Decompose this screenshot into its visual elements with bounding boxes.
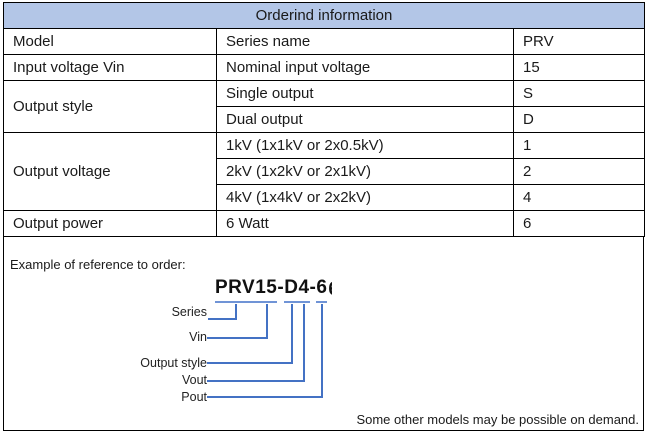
callout-line-vin-h xyxy=(207,337,268,339)
callout-label-pout: Pout xyxy=(181,390,207,404)
code-clipped-char: 6 xyxy=(328,279,332,303)
cell-output-power: Output power xyxy=(3,210,217,237)
cell-code-s: S xyxy=(512,80,646,107)
cell-dual-output: Dual output xyxy=(216,106,514,133)
cell-model: Model xyxy=(3,28,217,55)
cell-code-1: 1 xyxy=(512,132,646,159)
cell-code-d: D xyxy=(512,106,646,133)
cell-code-2: 2 xyxy=(512,158,646,185)
cell-input-voltage: Input voltage Vin xyxy=(3,54,217,81)
callout-line-vout-h xyxy=(207,380,305,382)
callout-label-series: Series xyxy=(171,305,207,319)
cell-6-watt: 6 Watt xyxy=(216,210,514,237)
cell-code-6: 6 xyxy=(512,210,646,237)
code-separator: - xyxy=(277,277,285,298)
example-section-frame xyxy=(3,237,644,431)
callout-line-series-h xyxy=(208,318,237,320)
cell-1kv-option: 1kV (1x1kV or 2x0.5kV) xyxy=(216,132,514,159)
cell-series-name: Series name xyxy=(216,28,514,55)
callout-line-series-v xyxy=(235,304,237,320)
code-segment-series: PRV xyxy=(215,277,256,303)
code-segment-vout: 4 xyxy=(298,277,310,303)
callout-line-pout-h xyxy=(207,396,323,398)
cell-code-4: 4 xyxy=(512,184,646,211)
cell-output-style: Output style xyxy=(3,80,217,133)
callout-label-output-style: Output style xyxy=(140,356,207,370)
table-title: Orderind information xyxy=(2,2,646,29)
callout-label-vin: Vin xyxy=(189,330,207,344)
cell-output-voltage: Output voltage xyxy=(3,132,217,211)
callout-line-vout-v xyxy=(303,304,305,382)
code-segment-pout: 6 xyxy=(316,277,328,303)
code-segment-vin: 15 xyxy=(255,277,278,303)
callout-label-vout: Vout xyxy=(181,373,207,387)
example-heading: Example of reference to order: xyxy=(10,257,186,272)
callout-line-output-style-h xyxy=(207,362,293,364)
code-segment-output-style: D xyxy=(284,277,299,303)
cell-code-15: 15 xyxy=(512,54,646,81)
callout-line-pout-v xyxy=(321,304,323,398)
demand-note: Some other models may be possible on dem… xyxy=(356,412,639,427)
ordering-info-table: Orderind information Model Series name P… xyxy=(2,2,646,237)
callout-line-output-style-v xyxy=(291,304,293,364)
cell-single-output: Single output xyxy=(216,80,514,107)
cell-nominal-input-voltage: Nominal input voltage xyxy=(216,54,514,81)
order-code: PRV15-D4-66 xyxy=(215,277,332,303)
code-separator: - xyxy=(309,277,317,298)
callout-line-vin-v xyxy=(266,304,268,339)
cell-2kv-option: 2kV (1x2kV or 2x1kV) xyxy=(216,158,514,185)
cell-code-prv: PRV xyxy=(512,28,646,55)
cell-4kv-option: 4kV (1x4kV or 2x2kV) xyxy=(216,184,514,211)
